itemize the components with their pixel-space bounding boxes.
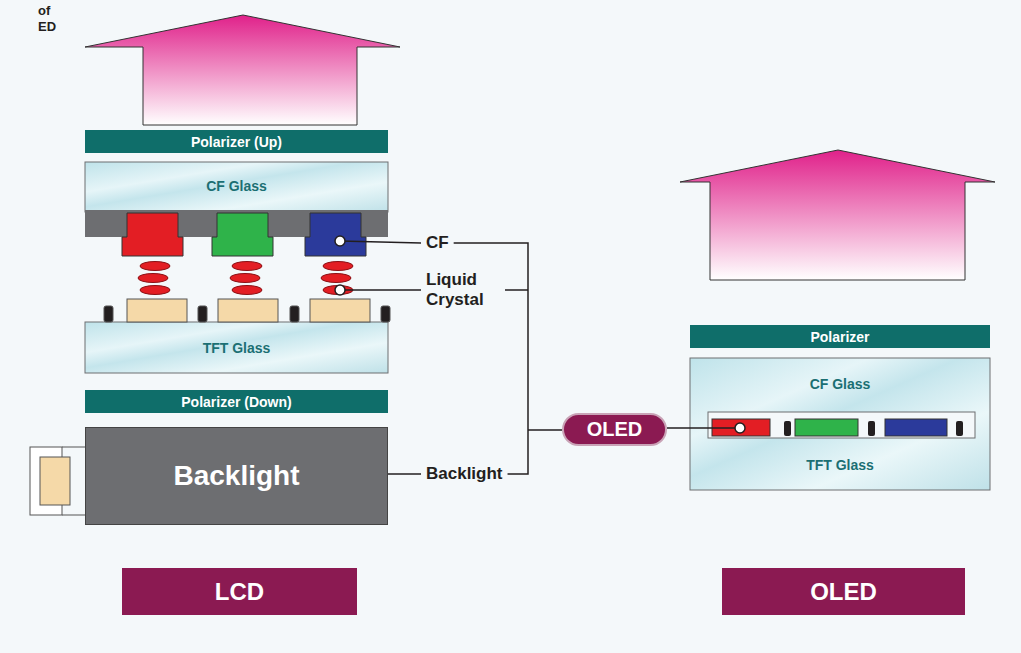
polarizer-layer: Polarizer (Down) [85,390,388,413]
light-arrow [85,15,400,125]
oled-emissive-layer [708,412,975,438]
glass-layer: TFT Glass [690,440,990,490]
title-bar: LCD [122,568,357,615]
light-arrow [680,150,995,280]
layer-label: Polarizer [810,329,869,345]
glass-layer [85,162,388,212]
layer-label: Polarizer (Up) [191,134,282,150]
layer-label: Polarizer (Down) [181,394,291,410]
layer-label: Backlight [173,460,299,492]
title-bar: OLED [722,568,965,615]
caption-fragment: of [36,4,52,19]
glass-layer: CF Glass [690,358,990,410]
callout-label: Liquid Crystal [424,270,502,309]
polarizer-layer: Polarizer (Up) [85,130,388,153]
backlight-lamp [30,447,85,515]
glass-layer [690,358,990,490]
layer-label: TFT Glass [806,457,874,473]
backlight-box: Backlight [85,427,388,525]
electrodes [104,299,390,322]
callout-label: Backlight [424,464,505,484]
layer-label: CF Glass [206,178,267,194]
layer-label: LCD [215,578,264,606]
layer-label: CF Glass [810,376,871,392]
liquid-crystal [138,262,353,295]
layer-label: OLED [587,418,643,441]
oled-callout: OLED [562,413,667,446]
layer-label: TFT Glass [203,340,271,356]
polarizer-layer: Polarizer [690,325,990,348]
caption-fragment: ED [36,20,58,35]
layer-label: OLED [810,578,877,606]
glass-layer: CF Glass [85,162,388,210]
callout-label: CF [424,233,451,253]
glass-layer: TFT Glass [85,322,388,373]
glass-layer [85,322,388,373]
color-filters [122,213,366,256]
